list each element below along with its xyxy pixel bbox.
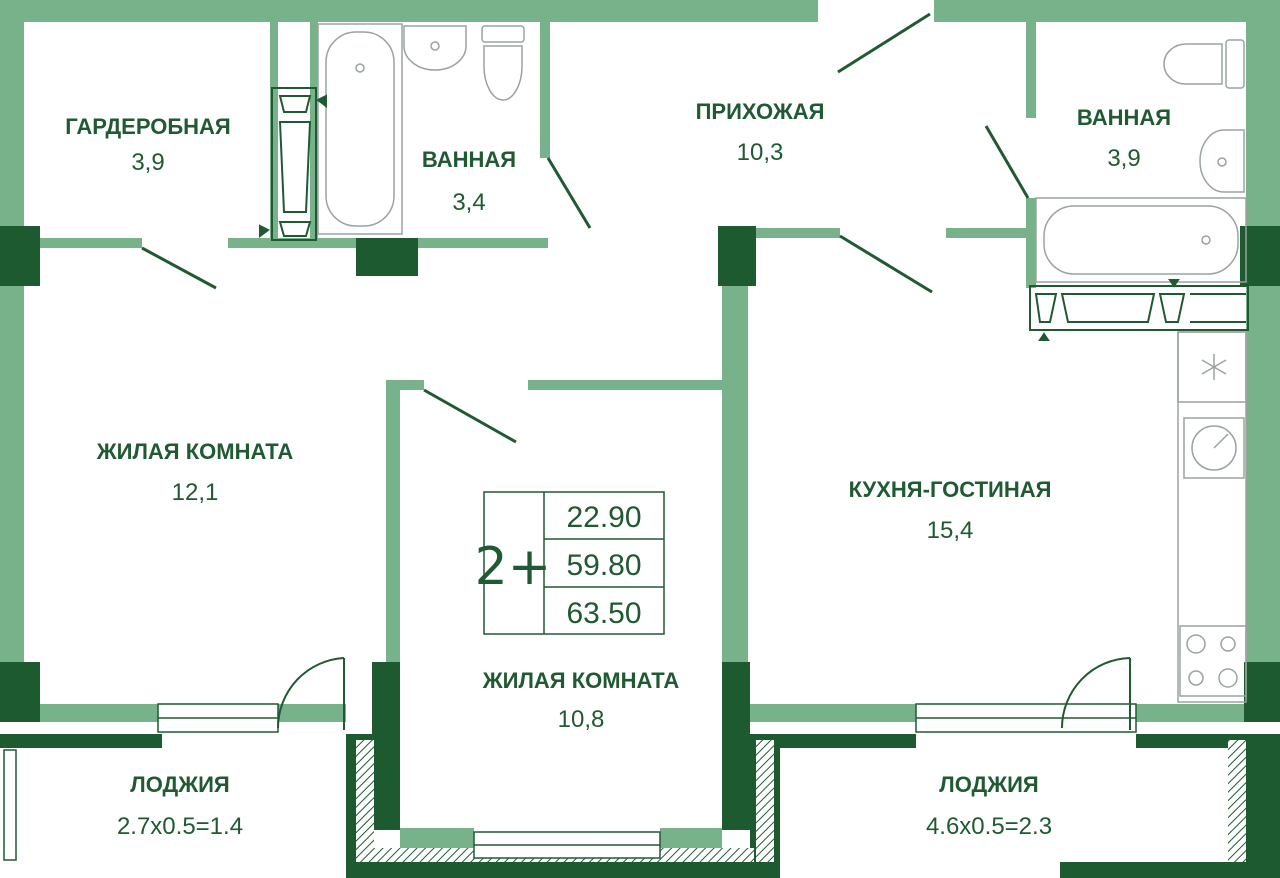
badge-area-with-loggia: 63.50 xyxy=(566,597,641,630)
room-label-bath2: ВАННАЯ xyxy=(1077,105,1171,130)
room-area-loggia2: 4.6x0.5=2.3 xyxy=(926,813,1052,840)
stove-icon xyxy=(1179,625,1247,697)
shelf-unit-icon xyxy=(1029,279,1249,341)
room-area-bath1: 3,4 xyxy=(452,189,485,216)
room-label-hall: ПРИХОЖАЯ xyxy=(696,99,825,124)
shelf-unit-icon xyxy=(259,87,327,241)
washing-machine-icon xyxy=(1183,417,1245,479)
toilet-icon xyxy=(481,25,525,101)
bathtub-icon xyxy=(1035,197,1247,283)
toilet-icon xyxy=(1163,39,1245,89)
room-area-hall: 10,3 xyxy=(737,139,784,166)
sink-icon xyxy=(1199,129,1245,193)
room-label-living2: ЖИЛАЯ КОМНАТА xyxy=(482,668,680,693)
room-label-bath1: ВАННАЯ xyxy=(422,147,516,172)
door-swing-icon xyxy=(141,12,1131,730)
room-area-living1: 12,1 xyxy=(172,479,219,506)
window-icon xyxy=(3,703,1137,861)
area-badge xyxy=(483,491,665,635)
room-label-loggia2: ЛОДЖИЯ xyxy=(939,772,1038,797)
room-area-loggia1: 2.7x0.5=1.4 xyxy=(117,813,243,840)
room-label-kitchen: КУХНЯ-ГОСТИНАЯ xyxy=(849,477,1052,502)
room-label-living1: ЖИЛАЯ КОМНАТА xyxy=(96,439,294,464)
room-label-wardrobe: ГАРДЕРОБНАЯ xyxy=(65,114,231,139)
badge-rooms-count: 2+ xyxy=(475,537,552,597)
room-area-kitchen: 15,4 xyxy=(927,517,974,544)
badge-area-total: 59.80 xyxy=(566,549,641,582)
fridge-snowflake-icon xyxy=(1177,331,1247,403)
room-area-wardrobe: 3,9 xyxy=(131,149,164,176)
badge-area-living: 22.90 xyxy=(566,501,641,534)
room-area-bath2: 3,9 xyxy=(1107,145,1140,172)
bathtub-icon xyxy=(317,23,403,235)
room-area-living2: 10,8 xyxy=(558,706,605,733)
walls xyxy=(0,0,1280,852)
kitchen-counter xyxy=(1177,331,1247,703)
room-label-loggia1: ЛОДЖИЯ xyxy=(130,772,229,797)
sink-icon xyxy=(403,25,467,71)
